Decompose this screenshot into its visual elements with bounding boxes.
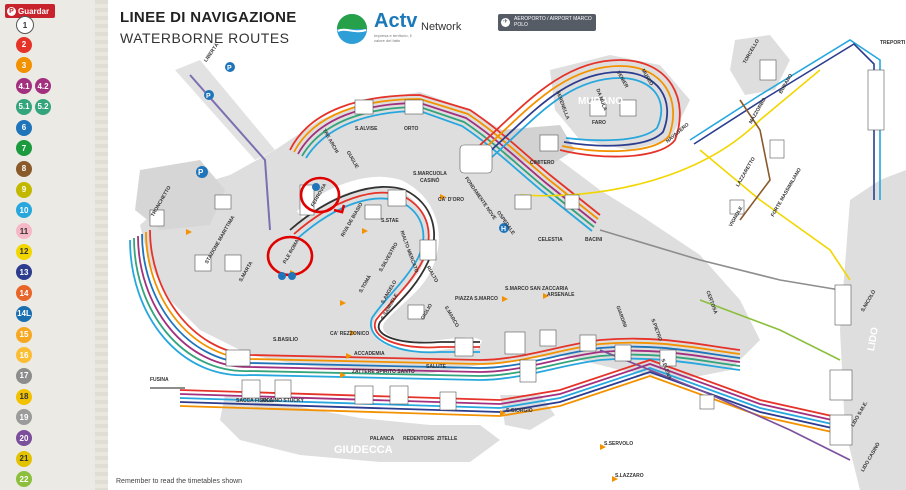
grand-canal <box>296 176 483 352</box>
airport-label: AEROPORTO / AIRPORT MARCO POLO <box>514 16 592 28</box>
area-giudecca: GIUDECCA <box>334 444 393 456</box>
line-badge-5-2: 5.2 <box>35 98 51 115</box>
actv-brand: Actv <box>374 10 418 32</box>
map-title: LINEE DI NAVIGAZIONE <box>120 9 297 26</box>
line-badge-6: 6 <box>16 119 32 136</box>
pinterest-save-button[interactable]: P Guardar <box>5 4 55 18</box>
stop-palanca: PALANCA <box>370 436 395 442</box>
pinterest-icon: P <box>7 6 16 16</box>
stop-marcuola: S.MARCUOLA <box>413 171 447 177</box>
railway-line <box>189 74 271 231</box>
stop-ca-oro: CA' D'ORO <box>438 197 464 203</box>
stop-orto: ORTO <box>404 126 419 132</box>
map-markers: P P P H <box>196 62 509 280</box>
line-badge-16: 16 <box>16 347 32 364</box>
san-giorgio-island <box>500 395 555 430</box>
line-badge-21: 21 <box>16 450 32 467</box>
line-badge-1: 1 <box>16 16 34 34</box>
route-map: P P P H <box>108 0 906 490</box>
stop-salute: SALUTE <box>426 364 446 370</box>
line-badge-4-1: 4.1 <box>16 78 32 95</box>
line-badge-14: 14 <box>16 285 32 302</box>
svg-text:P: P <box>198 168 204 177</box>
svg-text:P: P <box>206 93 211 100</box>
stop-san-basilio: S.BASILIO <box>273 337 299 343</box>
line-badge-10: 10 <box>16 202 32 219</box>
line-badge-5-1: 5.1 <box>16 98 32 115</box>
stop-sacca-fisola: SACCA FISOLA <box>236 398 274 404</box>
stop-spirito-santo: SPIRITO SANTO <box>376 369 415 375</box>
network-label: Network <box>421 21 462 33</box>
map-subtitle: WATERBORNE ROUTES <box>120 30 290 46</box>
line-badge-13: 13 <box>16 264 32 281</box>
area-murano: MURANO <box>578 96 623 107</box>
annotation-arrow <box>333 204 346 214</box>
line-badge-22: 22 <box>16 471 32 488</box>
stop-alvise: S.ALVISE <box>355 126 378 132</box>
line-badge-7: 7 <box>16 140 32 157</box>
line-badge-11: 11 <box>16 223 32 239</box>
stop-arsenale: ARSENALE <box>547 292 575 298</box>
svg-text:H: H <box>501 226 506 233</box>
line-badge-17: 17 <box>16 367 32 384</box>
svg-text:P: P <box>227 65 232 72</box>
stop-san-giorgio: S.GIORGIO <box>506 408 533 414</box>
line-badge-3: 3 <box>16 57 32 74</box>
pinterest-save-label: Guardar <box>18 6 50 16</box>
stop-fusina: FUSINA <box>150 377 169 383</box>
line-badge-9: 9 <box>16 181 32 198</box>
venice-city-island <box>140 92 760 380</box>
route-lines-north <box>289 94 601 232</box>
stop-san-stae: S.STAE <box>381 218 399 224</box>
timetable-footnote: Remember to read the timetables shown <box>116 478 243 485</box>
stop-direction-markers <box>186 194 618 482</box>
line-badge-18: 18 <box>16 388 32 405</box>
airport-sign: ✈ AEROPORTO / AIRPORT MARCO POLO <box>498 14 596 31</box>
lido-island <box>840 170 906 490</box>
line-badge-20: 20 <box>16 430 32 446</box>
stop-accademia: ACCADEMIA <box>354 351 385 357</box>
stop-casino: CASINÒ <box>420 178 440 184</box>
route-lines-lagoon <box>519 39 881 461</box>
stop-san-servolo: S.SERVOLO <box>604 441 634 447</box>
stop-faro: FARO <box>592 120 606 126</box>
annotation-circle-ferrovia <box>299 176 341 214</box>
actv-brand-tagline: Impresa e territorio, il valore del fatt… <box>374 33 412 43</box>
stop-redentore: REDENTORE <box>403 436 435 442</box>
stop-piazza-san-marco: PIAZZA S.MARCO <box>455 296 498 302</box>
giudecca-island <box>220 395 500 462</box>
line-badge-15: 15 <box>16 326 32 343</box>
stop-cimitero: CIMITERO <box>530 160 555 166</box>
route-lines-murano <box>479 59 681 158</box>
stop-zattere: ZATTERE <box>352 369 375 375</box>
line-badge-4-2: 4.2 <box>35 78 51 95</box>
stop-celestia: CELESTIA <box>538 237 563 243</box>
stop-san-marco-san-zaccaria: S.MARCO SAN ZACCARIA <box>505 286 569 292</box>
sidebar-edge <box>95 0 108 490</box>
line-badge-2: 2 <box>16 36 32 53</box>
line-badge-19: 19 <box>16 409 32 426</box>
line-badge-14l: 14L <box>16 305 32 322</box>
stop-zitelle: ZITELLE <box>437 436 458 442</box>
stop-bacini: BACINI <box>585 237 603 243</box>
stop-ca-rezzonico: CA' REZZONICO <box>330 331 370 337</box>
actv-logo-icon <box>337 14 367 44</box>
stop-markers <box>149 59 885 446</box>
stop-san-lazzaro: S.LAZZARO <box>615 473 644 479</box>
stop-molino-stucky: MOLINO STUCKY <box>262 398 304 404</box>
line-badge-12: 12 <box>16 243 32 260</box>
line-badge-8: 8 <box>16 160 32 177</box>
airplane-icon: ✈ <box>501 18 510 27</box>
stop-treporti: TREPORTI <box>880 40 906 46</box>
